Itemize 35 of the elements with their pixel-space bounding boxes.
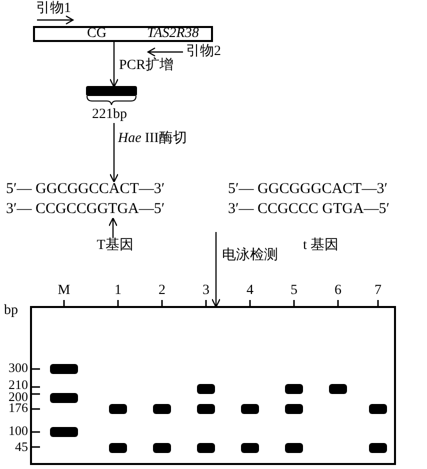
dna-sequence: 5′— GGCGGCCACT—3′ [6, 181, 165, 198]
arrow [109, 42, 119, 88]
size-label: 45 [14, 440, 28, 453]
lane-label: 1 [114, 283, 122, 299]
fragment-size: 221bp [92, 107, 127, 123]
lane-label: 2 [158, 283, 166, 299]
size-label: 176 [8, 401, 28, 414]
edge-label: PCR扩增 [119, 58, 174, 74]
arrow [211, 232, 221, 308]
arrow [109, 123, 119, 183]
gene-label: T基因 [93, 238, 137, 254]
gel-frame [30, 306, 396, 465]
edge-label: 电泳检测 [222, 248, 278, 264]
lane-label: 7 [374, 283, 382, 299]
lane-label: 6 [334, 283, 342, 299]
primer-label: 引物1 [36, 1, 71, 16]
primer-label: 引物2 [186, 44, 221, 59]
lane-label: 3 [202, 283, 210, 299]
size-label: 200 [8, 390, 28, 403]
size-label: 210 [8, 378, 28, 391]
unit-label: bp [4, 303, 18, 318]
dna-sequence: 3′— CCGCCC GTGA—5′ [228, 201, 390, 218]
edge-label: Hae III酶切 [118, 131, 187, 147]
size-label: 100 [8, 424, 28, 437]
gene-text: CG [87, 25, 106, 43]
lane-label: 5 [290, 283, 298, 299]
lane-label: 4 [246, 283, 254, 299]
dna-sequence: 5′— GGCGGGCACT—3′ [228, 181, 388, 198]
lane-label: M [56, 283, 72, 299]
arrow [108, 217, 118, 238]
gene-name: TAS2R38 [147, 25, 199, 43]
gene-box [33, 26, 213, 42]
size-label: 300 [8, 361, 28, 374]
dna-sequence: 3′— CCGCCGGTGA—5′ [6, 201, 165, 218]
gene-label: t 基因 [303, 238, 338, 254]
